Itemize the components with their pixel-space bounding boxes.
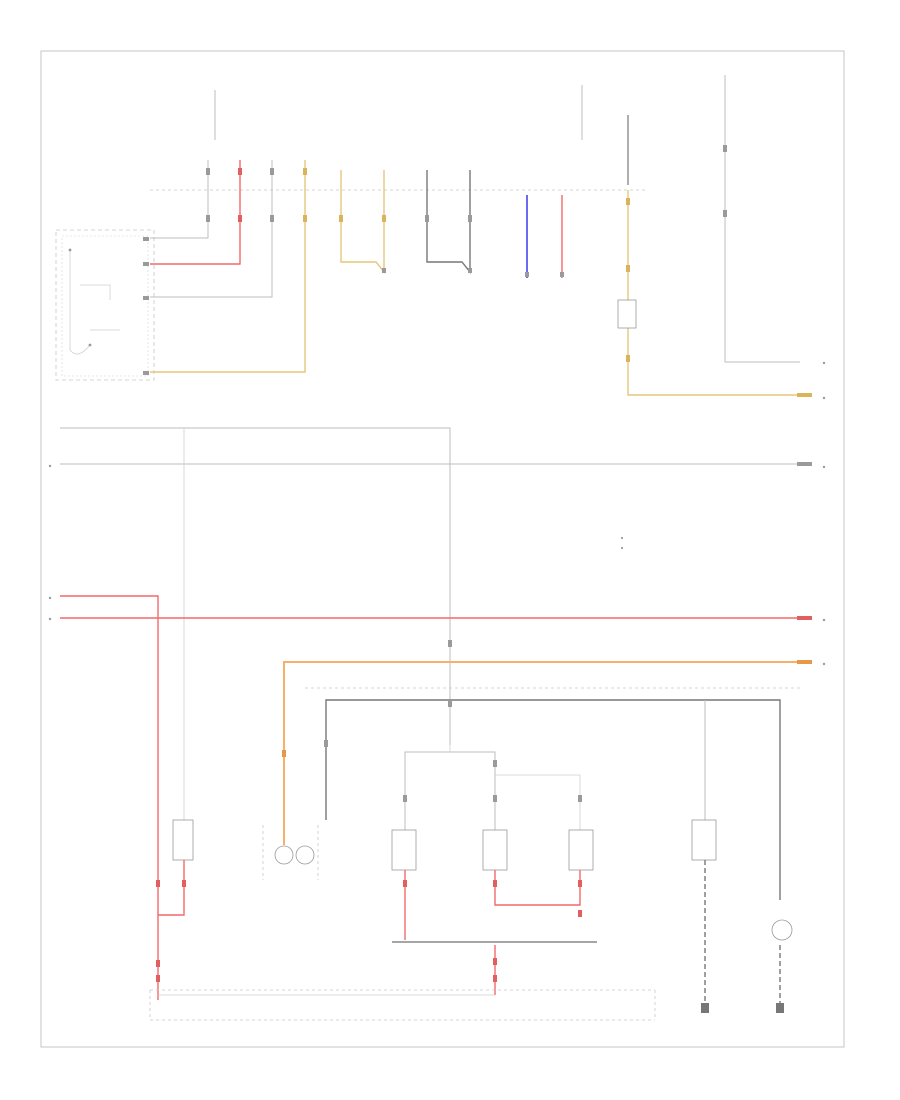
ground-bus [305, 640, 800, 900]
red-power-wires [48, 595, 826, 1000]
diagram-frame [40, 50, 845, 1048]
bottom-connector [149, 989, 656, 1021]
mid-gray-wires [48, 427, 826, 830]
legend [620, 536, 624, 550]
orange-wire [282, 660, 826, 845]
bottom-ground-wires [701, 860, 793, 1013]
left-switch-block [55, 229, 155, 381]
top-wire-group [150, 75, 826, 400]
switch-columns [156, 745, 717, 995]
